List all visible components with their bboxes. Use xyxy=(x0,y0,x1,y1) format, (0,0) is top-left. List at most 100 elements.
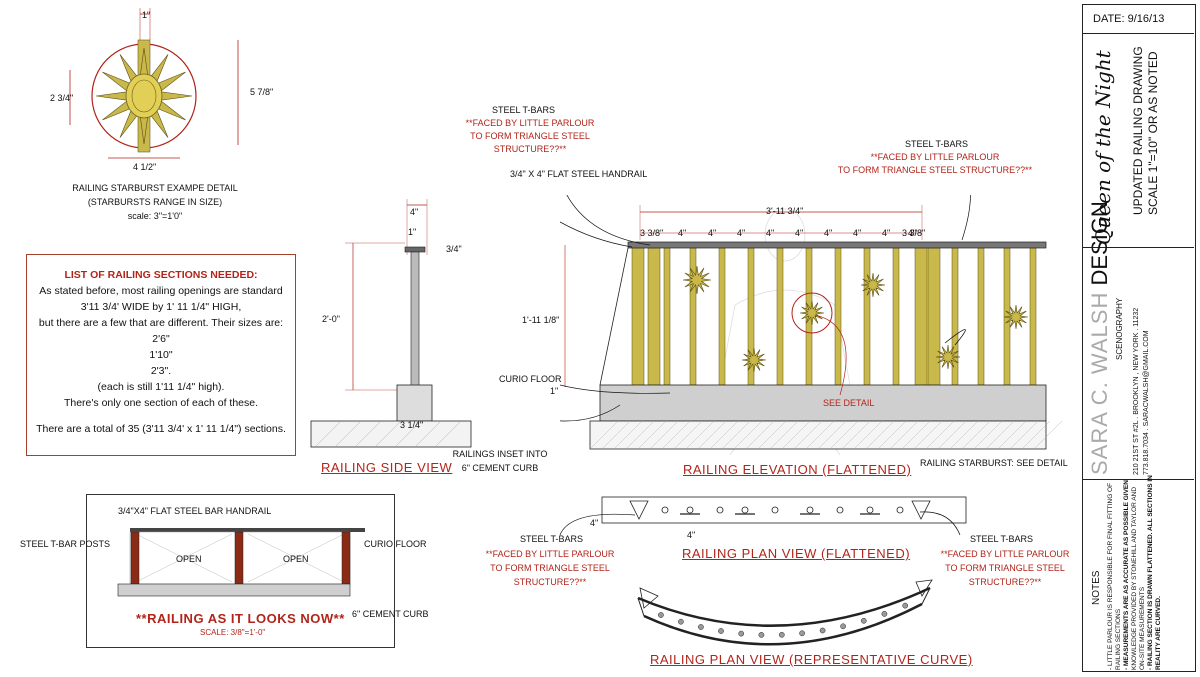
curve-bar xyxy=(881,611,888,617)
elev-inset-label: RAILINGS INSET INTO 6" CEMENT CURB xyxy=(445,447,555,475)
railing-post xyxy=(718,247,726,386)
sections-size3: 2'3". xyxy=(150,365,172,377)
plan-bar xyxy=(661,506,669,514)
spacing-label: 3 3/8" xyxy=(640,228,664,238)
now-title: **RAILING AS IT LOOKS NOW** xyxy=(136,611,345,626)
elev-right-note: **FACED BY LITTLE PARLOUR TO FORM TRIANG… xyxy=(820,151,1050,177)
side-view-drawing xyxy=(310,199,472,448)
drawing-scale: SCALE 1"=10" OR AS NOTED xyxy=(1146,51,1160,215)
plan-dim-4a: 4" xyxy=(590,518,599,528)
elev-dim-width: 3'-11 3/4" xyxy=(766,206,804,216)
plan-left-note3: STRUCTURE??** xyxy=(513,577,587,587)
spacing-label: 4" xyxy=(766,228,775,238)
note1: - LITTLE PARLOUR IS RESPONSIBLE FOR FINA… xyxy=(1107,482,1114,670)
now-scale: SCALE: 3/8"=1'-0" xyxy=(200,628,266,637)
curve-bar xyxy=(658,612,664,618)
starburst-caption-line2: (STARBURSTS RANGE IN SIZE) xyxy=(87,197,223,207)
note2b: KNOWLEDGE PROVIDED BY STONEHILL AND TAYL… xyxy=(1131,486,1138,670)
starburst-caption: RAILING STARBURST EXAMPE DETAIL (STARBUR… xyxy=(55,181,255,223)
plan-bar xyxy=(741,506,749,514)
railing-post xyxy=(689,247,697,386)
spacing-label: 4" xyxy=(824,228,833,238)
now-posts-label: STEEL T-BAR POSTS xyxy=(20,539,111,549)
railing-now-frame xyxy=(86,494,395,648)
elev-starburst-label: RAILING STARBURST: SEE DETAIL xyxy=(920,458,1068,468)
plan-flat-drawing xyxy=(601,496,967,524)
firm-sub: SCENOGRAPHY xyxy=(1115,297,1124,360)
starburst-dim-right: 5 7/8" xyxy=(250,87,274,97)
plan-curve-title: RAILING PLAN VIEW (REPRESENTATIVE CURVE) xyxy=(650,652,973,667)
side-dim-bottom: 3 1/4" xyxy=(400,420,424,430)
spacing-label: 4" xyxy=(708,228,717,238)
curve-bar xyxy=(902,602,909,609)
elev-see-detail: SEE DETAIL xyxy=(823,398,875,408)
starburst-dim-bottom: 4 1/2" xyxy=(133,162,157,172)
plan-right-note1: **FACED BY LITTLE PARLOUR xyxy=(940,549,1070,559)
railing-starburst xyxy=(935,344,961,370)
plan-left-note: **FACED BY LITTLE PARLOUR TO FORM TRIANG… xyxy=(470,547,630,589)
elevation-drawing xyxy=(560,195,1063,456)
notes-body: - LITTLE PARLOUR IS RESPONSIBLE FOR FINA… xyxy=(1107,475,1163,670)
curve-bar xyxy=(799,630,805,637)
firm-contact: 773.818.7034 . SARACWALSH@GMAIL.COM xyxy=(1143,330,1150,475)
elev-inset-line1: RAILINGS INSET INTO xyxy=(452,449,548,459)
plan-left-label: STEEL T-BARS xyxy=(520,534,584,544)
plan-right-note3: STRUCTURE??** xyxy=(968,577,1042,587)
sections-needed-box: LIST OF RAILING SECTIONS NEEDED: As stat… xyxy=(26,254,296,456)
side-dim-1: 1" xyxy=(408,227,417,237)
elev-tbars-note: **FACED BY LITTLE PARLOUR TO FORM TRIANG… xyxy=(430,117,630,156)
note2c: ON-SITE MEASUREMENTS xyxy=(1139,586,1146,670)
spacing-label: 4" xyxy=(795,228,804,238)
plan-bar xyxy=(866,506,874,514)
curve-bar xyxy=(819,627,826,634)
railing-starburst xyxy=(1003,304,1029,330)
plan-leaders xyxy=(559,511,961,536)
sections-line3: but there are a few that are different. … xyxy=(38,317,284,329)
date-label: DATE: 9/16/13 xyxy=(1093,13,1165,25)
railing-starburst xyxy=(741,347,767,373)
sections-line6: There are a total of 35 (3'11 3/4' x 1' … xyxy=(36,423,286,435)
firm-address: 210 21ST ST #2L . BROOKLYN , NEW YORK . … xyxy=(1133,307,1140,475)
firm-design-text: DESIGN xyxy=(1087,201,1112,286)
drawing-title: UPDATED RAILING DRAWING xyxy=(1131,46,1145,215)
note2: - MEASUREMENTS ARE AS ACCURATE AS POSSIB… xyxy=(1123,480,1130,670)
railing-post xyxy=(892,247,900,386)
elev-tbars-label: STEEL T-BARS xyxy=(492,105,556,115)
elev-spacing-last: 3 3/8" xyxy=(902,228,926,238)
curve-bar xyxy=(718,628,724,634)
railing-post xyxy=(977,247,985,386)
elev-right-note1: **FACED BY LITTLE PARLOUR xyxy=(870,152,1000,162)
starburst-dim-top: 1" xyxy=(142,10,151,20)
curve-bar xyxy=(840,623,846,630)
railing-post xyxy=(631,247,645,386)
starburst-scale: scale: 3"=1'0" xyxy=(127,211,183,221)
side-dim-34: 3/4" xyxy=(446,244,462,254)
plan-bar xyxy=(716,506,724,514)
now-open1: OPEN xyxy=(176,554,202,564)
plan-right-note: **FACED BY LITTLE PARLOUR TO FORM TRIANG… xyxy=(925,547,1085,589)
railing-now-drawing xyxy=(117,528,365,597)
note1b: RAILING SECTIONS xyxy=(1115,608,1122,670)
firm-name-text: SARA C. WALSH xyxy=(1087,291,1112,475)
now-curb-label: 6" CEMENT CURB xyxy=(352,609,429,619)
sections-line5: There's only one section of each of thes… xyxy=(63,397,259,409)
curve-bar xyxy=(860,617,867,624)
spacing-label: 4" xyxy=(678,228,687,238)
elev-tbars-note1: **FACED BY LITTLE PARLOUR xyxy=(465,118,595,128)
elev-handrail-label: 3/4" X 4" FLAT STEEL HANDRAIL xyxy=(510,169,648,179)
elevation-title: RAILING ELEVATION (FLATTENED) xyxy=(683,462,912,477)
sections-heading: LIST OF RAILING SECTIONS NEEDED: xyxy=(64,269,258,281)
elev-dim-height: 1'-11 1/8" xyxy=(522,315,560,325)
railing-starburst xyxy=(799,300,825,326)
plan-bar xyxy=(771,506,779,514)
plan-bar xyxy=(896,506,904,514)
railing-post xyxy=(834,247,842,386)
notes-title: NOTES xyxy=(1091,570,1102,605)
elev-tbars-note3: STRUCTURE??** xyxy=(493,144,567,154)
note3b: REALITY ARE CURVED. xyxy=(1155,596,1162,670)
elev-inset-line2: 6" CEMENT CURB xyxy=(461,463,539,473)
elev-tbars-right-label: STEEL T-BARS xyxy=(905,139,969,149)
railing-post xyxy=(647,247,661,386)
railing-starburst xyxy=(682,265,712,295)
side-dim-4: 4" xyxy=(410,207,419,217)
